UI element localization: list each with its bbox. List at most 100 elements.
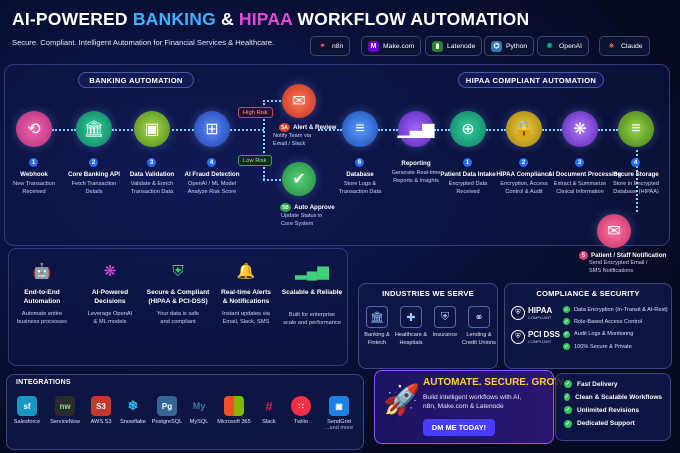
bank-icon: 🏛 (76, 111, 112, 147)
step-title: Core Banking API (67, 171, 121, 178)
tech-badge-python: ⌬Python (484, 36, 535, 56)
list-item: ✓Dedicated Support (564, 419, 635, 428)
bell-icon: 🔔 (236, 263, 256, 280)
connector (172, 129, 194, 131)
integration-item: #Slack (249, 396, 289, 426)
step-number: 6 (355, 158, 364, 167)
robot-icon: 🤖 (32, 263, 52, 280)
step-title: AI Fraud Detection (184, 171, 240, 178)
step-title: HIPAA Compliance (496, 171, 552, 178)
step-number: 1 (29, 158, 38, 167)
claude-icon: ✳ (608, 43, 615, 50)
shield-icon: ⛨ (511, 330, 525, 344)
connector (636, 150, 638, 212)
chart-icon: ▁▃▆ (398, 111, 434, 147)
page-title: AI-POWERED BANKING & HIPAA WORKFLOW AUTO… (12, 9, 530, 29)
step-number: 3 (575, 158, 584, 167)
webhook-icon: ⟲ (16, 111, 52, 147)
insurance-shield-icon: ⛨ (434, 306, 456, 328)
compliance-heading: COMPLIANCE & SECURITY (536, 289, 640, 298)
list-item: ✓Clean & Scalable Workflows (564, 393, 662, 402)
list-item: ✓Unlimited Revisions (564, 406, 640, 415)
step-title: Patient Data Intake (440, 171, 496, 178)
microsoft-icon (224, 396, 244, 416)
step-number: 2 (519, 158, 528, 167)
latenode-icon: ▮ (432, 40, 443, 52)
banking-heading: BANKING AUTOMATION (78, 72, 194, 88)
check-icon: ✓ (563, 318, 570, 326)
step-title: Database (346, 171, 374, 178)
step-title: AI Document Processing (548, 171, 622, 178)
ai-chip-icon: ⊞ (194, 111, 230, 147)
dm-me-button[interactable]: DM ME TODAY! (423, 419, 495, 436)
connector (52, 129, 76, 131)
step-number: 3 (147, 158, 156, 167)
step-title: Webhook (20, 171, 48, 178)
step-title: Secure Storage (613, 171, 659, 178)
industry-item: ⚭Lending &Credit Unions (462, 306, 496, 347)
notification-desc: Send Encrypted Email /SMS Notifications (589, 260, 648, 274)
industry-item: 🏛Banking &Fintech (360, 306, 394, 347)
industry-item: ⛨Insurance (428, 306, 462, 340)
connector (378, 129, 398, 131)
connector (318, 129, 342, 131)
cube-icon: ▣ (134, 111, 170, 147)
check-icon: ✓ (564, 393, 571, 402)
bar-chart-icon: ▂▄▆ (295, 263, 329, 280)
workflow-panel (4, 64, 670, 246)
check-icon: ✓ (563, 343, 570, 351)
integration-item: ▣SendGrid...and more (319, 396, 359, 431)
connector (542, 129, 562, 131)
connector (598, 129, 618, 131)
aws-s3-icon: S3 (91, 396, 111, 416)
n8n-icon: ⚭ (319, 43, 326, 50)
tech-badge-n8n: ⚭n8n (310, 36, 351, 56)
cta-panel: 🚀 AUTOMATE. SECURE. GROW. Build intellig… (374, 370, 566, 444)
tech-badge-latenode: ▮Latenode (425, 36, 483, 56)
step-number: 4 (631, 158, 640, 167)
handshake-icon: ⚭ (468, 306, 490, 328)
connector (263, 100, 281, 102)
connector (230, 129, 264, 131)
cta-text: Build intelligent workflows with AI,n8n,… (423, 394, 522, 411)
connector (486, 129, 506, 131)
step-number: 1 (463, 158, 472, 167)
bank-icon: 🏛 (366, 306, 388, 328)
folder-plus-icon: ⊕ (450, 111, 486, 147)
integration-item: ∷Twilio (281, 396, 321, 425)
integration-item: Microsoft 365 (214, 396, 254, 425)
openai-icon: ✺ (546, 43, 553, 50)
low-risk-tag: Low Risk (238, 155, 272, 166)
secure-db-icon: ≡ (618, 111, 654, 147)
feature-item: ⛨Secure & Compliant(HIPAA & PCI-DSS)Your… (145, 259, 211, 327)
integration-item: ❄Snowflake (120, 398, 146, 425)
tech-badge-openai: ✺OpenAI (537, 36, 590, 56)
cta-headline: AUTOMATE. SECURE. GROW. (423, 377, 566, 388)
hipaa-heading: HIPAA COMPLIANT AUTOMATION (458, 72, 604, 88)
connector (112, 129, 136, 131)
brain-icon: ❋ (562, 111, 598, 147)
shield-check-icon: ⛨ (172, 262, 184, 280)
list-item: ✓Role-Based Access Control (563, 318, 643, 326)
list-item: ✓Fast Delivery (564, 380, 618, 388)
hospital-icon: ✚ (400, 306, 422, 328)
